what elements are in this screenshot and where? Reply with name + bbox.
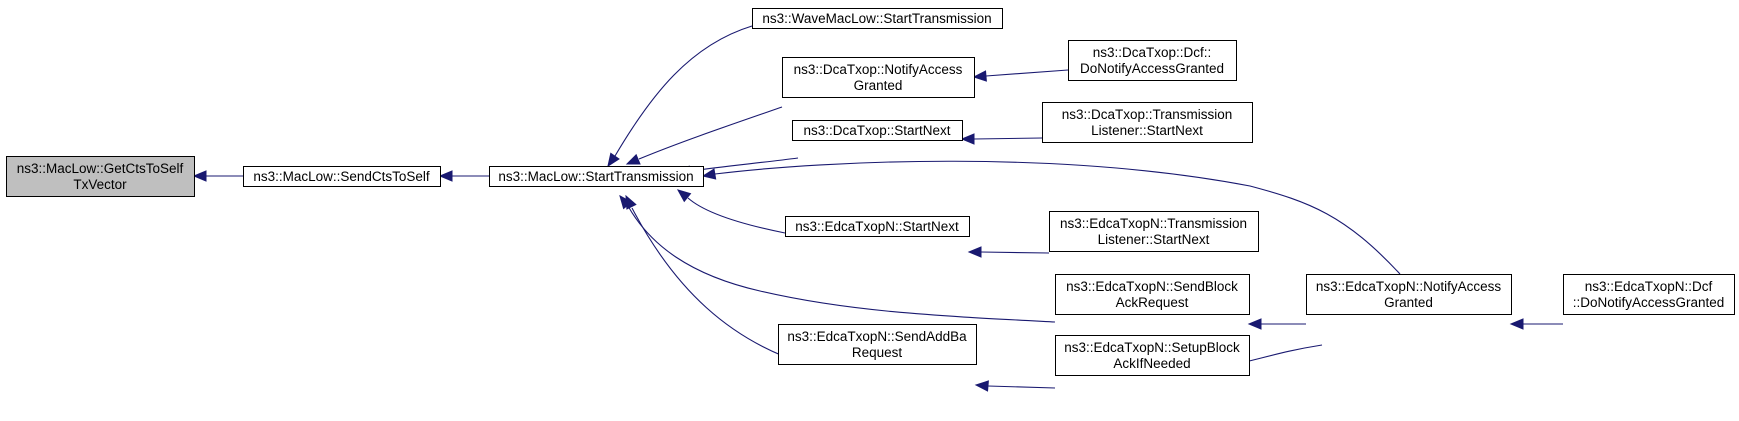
nodes-layer: ns3::MacLow::GetCtsToSelfTxVectorns3::Ma… [6, 8, 1735, 376]
node-edcatranslistener[interactable]: ns3::EdcaTxopN::TransmissionListener::St… [1049, 211, 1259, 252]
node-label-line: ::DoNotifyAccessGranted [1573, 295, 1725, 310]
node-starttransmission[interactable]: ns3::MacLow::StartTransmission [489, 166, 704, 187]
node-label-line: ns3::MacLow::StartTransmission [498, 169, 693, 184]
node-sendctstoself[interactable]: ns3::MacLow::SendCtsToSelf [243, 166, 441, 187]
node-label-line: Granted [1384, 295, 1433, 310]
node-dcadcf[interactable]: ns3::DcaTxop::Dcf::DoNotifyAccessGranted [1068, 40, 1237, 81]
edge-line [980, 251, 1050, 254]
edge-line [614, 25, 753, 157]
arrowhead-icon [701, 168, 717, 180]
node-label-line: ns3::MacLow::SendCtsToSelf [253, 169, 430, 184]
node-label-line: Listener::StartNext [1091, 123, 1203, 138]
edge-edcadcf-to-edcanotify [1509, 318, 1563, 330]
node-dcanotify[interactable]: ns3::DcaTxop::NotifyAccessGranted [782, 57, 975, 98]
node-label-line: ns3::MacLow::GetCtsToSelf [17, 161, 184, 176]
edge-line [627, 205, 1056, 323]
node-label-line: ns3::DcaTxop::NotifyAccess [794, 62, 963, 77]
node-box [778, 324, 977, 365]
node-box [1055, 274, 1250, 315]
node-label-line: ns3::WaveMacLow::StartTransmission [762, 11, 991, 26]
edge-edcasetupblockack-to-edcasendaddba [974, 380, 1056, 392]
node-label-line: AckRequest [1116, 295, 1189, 310]
node-box [752, 8, 1003, 29]
arrowhead-icon [972, 70, 987, 82]
edge-edcanotify-to-starttransmission [701, 160, 1401, 275]
edge-edcatranslistener-to-edcastartnext [967, 246, 1050, 258]
node-box [1042, 102, 1253, 143]
node-box [792, 120, 963, 141]
node-box [1049, 211, 1259, 252]
node-box [1055, 335, 1250, 376]
node-label-line: ns3::EdcaTxopN::Dcf [1585, 279, 1713, 294]
arrowhead-icon [438, 170, 453, 182]
node-box [243, 166, 441, 187]
node-box [782, 57, 975, 98]
node-label-line: ns3::EdcaTxopN::NotifyAccess [1316, 279, 1502, 294]
node-label-line: ns3::EdcaTxopN::Transmission [1060, 216, 1247, 231]
edge-sendctstoself-to-getctstoself [192, 170, 243, 182]
edge-line [690, 157, 799, 172]
edge-line [1244, 344, 1323, 363]
arrowhead-icon [967, 246, 982, 258]
edge-edcasendblockack-to-starttransmission [619, 194, 1056, 323]
node-label-line: TxVector [73, 177, 127, 192]
node-box [489, 166, 704, 187]
edge-dcatranslistener-to-dcastartnext [960, 133, 1043, 145]
arrowhead-icon [625, 194, 637, 210]
edge-line [987, 385, 1056, 389]
arrowhead-icon [607, 152, 620, 168]
node-label-line: ns3::EdcaTxopN::SendAddBa [787, 329, 967, 344]
arrowhead-icon [960, 133, 975, 145]
node-box [1563, 274, 1735, 315]
edge-dcadcf-to-dcanotify [972, 69, 1069, 82]
node-label-line: ns3::DcaTxop::Dcf:: [1093, 45, 1212, 60]
node-label-line: AckIfNeeded [1113, 356, 1190, 371]
arrowhead-icon [676, 189, 692, 203]
node-edcastartnext[interactable]: ns3::EdcaTxopN::StartNext [785, 216, 970, 237]
node-label-line: ns3::DcaTxop::StartNext [803, 123, 950, 138]
node-box [1068, 40, 1237, 81]
edge-line [714, 160, 1401, 275]
node-edcadcf[interactable]: ns3::EdcaTxopN::Dcf::DoNotifyAccessGrant… [1563, 274, 1735, 315]
arrowhead-icon [974, 380, 989, 392]
node-label-line: ns3::EdcaTxopN::StartNext [795, 219, 959, 234]
arrowhead-icon [1247, 318, 1262, 330]
arrowhead-icon [192, 170, 207, 182]
edge-wavemaclow-to-starttransmission [607, 25, 753, 168]
node-label-line: Request [852, 345, 903, 360]
edge-edcastartnext-to-starttransmission [676, 189, 786, 234]
edge-line [638, 106, 783, 160]
arrowhead-icon [625, 153, 641, 165]
arrowhead-icon [1509, 318, 1524, 330]
edge-line [631, 207, 806, 365]
node-label-line: Granted [854, 78, 903, 93]
node-dcastartnext[interactable]: ns3::DcaTxop::StartNext [792, 120, 963, 141]
edge-starttransmission-to-sendctstoself [438, 170, 489, 182]
edge-edcasendaddba-to-starttransmission [625, 194, 806, 365]
node-dcatranslistener[interactable]: ns3::DcaTxop::TransmissionListener::Star… [1042, 102, 1253, 143]
edge-line [973, 137, 1043, 140]
edge-dcanotify-to-starttransmission [625, 106, 783, 165]
node-wavemaclow[interactable]: ns3::WaveMacLow::StartTransmission [752, 8, 1003, 29]
edge-line [985, 69, 1069, 77]
node-edcanotify[interactable]: ns3::EdcaTxopN::NotifyAccessGranted [1306, 274, 1512, 315]
node-label-line: ns3::EdcaTxopN::SendBlock [1066, 279, 1238, 294]
node-label-line: ns3::EdcaTxopN::SetupBlock [1064, 340, 1240, 355]
edge-line [687, 197, 786, 234]
node-label-line: ns3::DcaTxop::Transmission [1062, 107, 1233, 122]
node-box [6, 156, 195, 197]
node-label-line: Listener::StartNext [1098, 232, 1210, 247]
node-box [785, 216, 970, 237]
node-label-line: DoNotifyAccessGranted [1080, 61, 1224, 76]
node-box [1306, 274, 1512, 315]
edge-edcanotify-to-edcasendblockack [1247, 318, 1306, 330]
